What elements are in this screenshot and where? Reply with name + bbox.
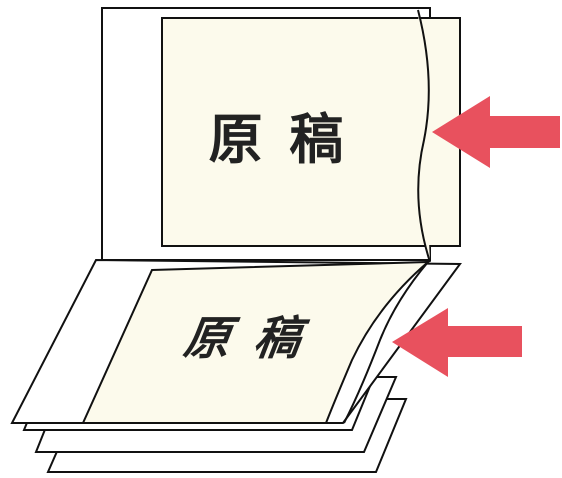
lower-original-label: 原 稿 (181, 311, 312, 365)
arrow-left-icon (432, 96, 560, 168)
lower-original-paper (81, 260, 431, 424)
upper-page-curl (417, 9, 431, 263)
upper-original-label: 原 稿 (209, 108, 348, 171)
upper-original-paper (161, 17, 461, 247)
arrow-left-icon (392, 308, 522, 377)
lower-page-curl (343, 261, 429, 424)
